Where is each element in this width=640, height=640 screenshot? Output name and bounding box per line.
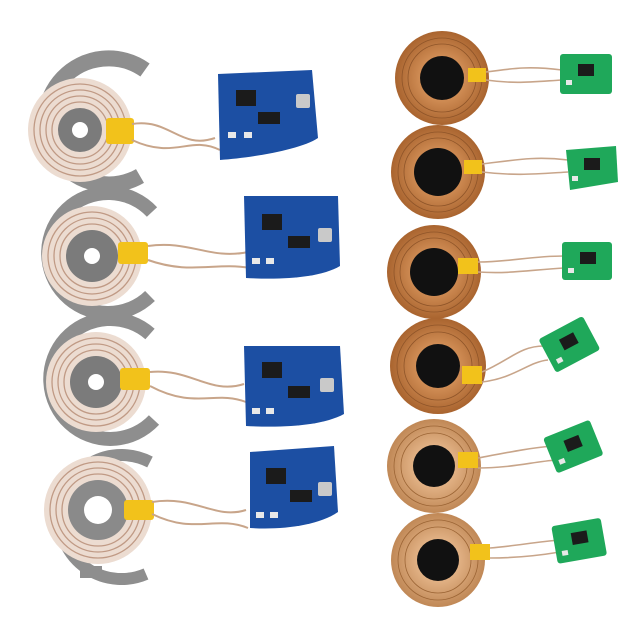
transmitter-pcb bbox=[250, 446, 338, 529]
kapton-tape bbox=[462, 366, 482, 384]
transmitter-coil bbox=[43, 311, 160, 446]
coil-lead-wire bbox=[147, 259, 251, 269]
ic-chip bbox=[262, 362, 282, 378]
receiver-coil bbox=[395, 31, 489, 125]
receiver-coil bbox=[391, 513, 490, 607]
ic-chip bbox=[558, 332, 579, 351]
ic-chip bbox=[580, 252, 596, 264]
ic-chip bbox=[258, 112, 280, 124]
ic-chip bbox=[563, 434, 583, 452]
usb-port bbox=[318, 482, 332, 496]
kapton-tape bbox=[118, 242, 148, 264]
coil-lead-wire bbox=[477, 255, 565, 263]
transmitter-coil bbox=[44, 449, 154, 586]
kapton-tape bbox=[464, 160, 482, 174]
receiver-pcb bbox=[566, 146, 618, 190]
receiver-module-5 bbox=[387, 419, 603, 513]
kapton-tape bbox=[458, 258, 478, 274]
usb-port bbox=[318, 228, 332, 242]
kapton-tape bbox=[124, 500, 154, 520]
coil-lead-wire bbox=[131, 122, 216, 142]
receiver-module-2 bbox=[391, 125, 618, 219]
receiver-coil bbox=[391, 125, 485, 219]
receiver-module-1 bbox=[395, 31, 612, 125]
coil-lead-wire bbox=[481, 345, 545, 373]
kapton-tape bbox=[470, 544, 490, 560]
coil-lead-wire bbox=[477, 267, 565, 274]
transmitter-module-3 bbox=[43, 311, 344, 446]
ic-chip bbox=[288, 236, 310, 248]
ic-chip bbox=[578, 64, 594, 76]
transmitter-pcb bbox=[218, 70, 318, 160]
transmitter-module-1 bbox=[28, 50, 318, 193]
receiver-module-3 bbox=[387, 225, 612, 319]
usb-port bbox=[296, 94, 310, 108]
ic-chip bbox=[584, 158, 600, 170]
ic-chip bbox=[288, 386, 310, 398]
receiver-pcb bbox=[539, 316, 600, 372]
transmitter-module-4 bbox=[44, 446, 338, 586]
coil-lead-wire bbox=[481, 359, 549, 383]
coil-lead-wire bbox=[477, 459, 557, 469]
ic-chip bbox=[266, 468, 286, 484]
kapton-tape bbox=[468, 68, 486, 82]
coil-lead-wire bbox=[151, 499, 247, 514]
receiver-coil bbox=[387, 225, 481, 319]
kapton-tape bbox=[106, 118, 134, 144]
transmitter-pcb bbox=[244, 196, 340, 279]
ic-chip bbox=[236, 90, 256, 106]
coil-lead-wire bbox=[477, 445, 553, 459]
receiver-pcb bbox=[560, 54, 612, 94]
receiver-coil bbox=[387, 419, 481, 513]
coil-lead-wire bbox=[151, 513, 249, 529]
coil-lead-wire bbox=[481, 171, 569, 176]
usb-port bbox=[320, 378, 334, 392]
receiver-pcb bbox=[543, 420, 603, 473]
transmitter-module-2 bbox=[41, 186, 340, 320]
ic-chip bbox=[570, 530, 589, 545]
coil-lead-wire bbox=[149, 370, 245, 388]
ic-chip bbox=[262, 214, 282, 230]
ic-chip bbox=[290, 490, 312, 502]
coil-lead-wire bbox=[481, 157, 569, 165]
transmitter-pcb bbox=[244, 346, 344, 427]
coil-lead-wire bbox=[147, 243, 249, 255]
receiver-pcb bbox=[562, 242, 612, 280]
kapton-tape bbox=[120, 368, 150, 390]
coil-lead-wire bbox=[489, 539, 561, 549]
coil-lead-wire bbox=[149, 385, 247, 403]
receiver-pcb bbox=[551, 518, 607, 564]
transmitter-coil bbox=[28, 50, 150, 193]
receiver-module-6 bbox=[391, 513, 607, 607]
receiver-module-4 bbox=[390, 316, 600, 414]
receiver-coil bbox=[390, 318, 486, 414]
coil-lead-wire bbox=[489, 551, 561, 559]
coil-lead-wire bbox=[485, 79, 563, 84]
coil-lead-wire bbox=[131, 139, 221, 151]
kapton-tape bbox=[458, 452, 478, 468]
coil-lead-wire bbox=[485, 67, 563, 73]
